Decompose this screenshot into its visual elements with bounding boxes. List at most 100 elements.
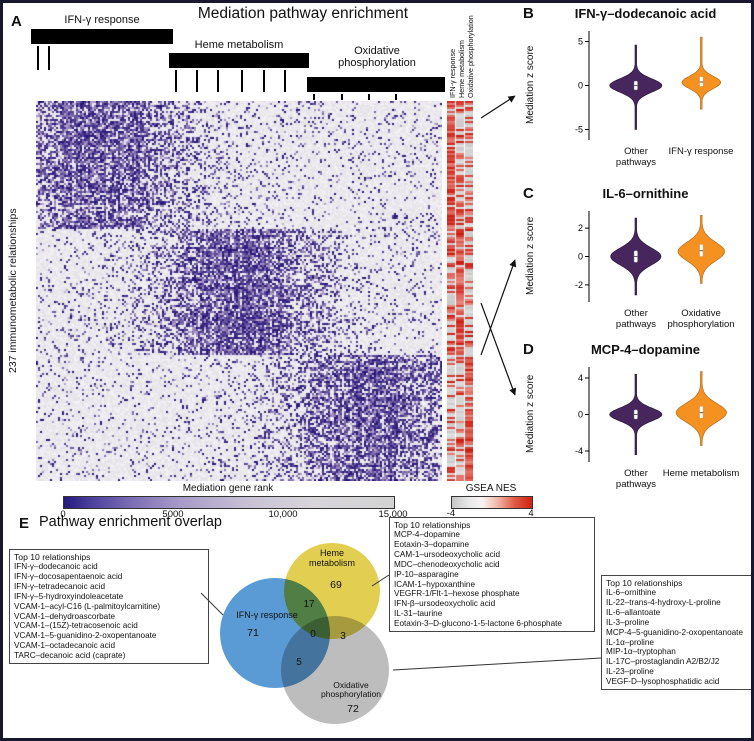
- svg-text:5: 5: [578, 37, 583, 47]
- relationship-item: IL-17C–prostaglandin A2/B2/J2: [606, 657, 720, 667]
- cluster-bar-ifn: [31, 29, 173, 44]
- svg-text:2: 2: [578, 223, 583, 233]
- venn-count-ifn: 71: [247, 627, 259, 639]
- panel-e-title: Pathway enrichment overlap: [39, 514, 222, 530]
- leading-edge-tick: [241, 70, 243, 92]
- panel-b-y-axis-label: Mediation z score: [525, 45, 536, 125]
- leading-edge-tick: [284, 70, 286, 92]
- cluster-label-heme: Heme metabolism: [194, 39, 284, 51]
- annotation-column-label-oxphos: Oxidative phosphorylation: [466, 15, 475, 98]
- panel-c-y-axis-label: Mediation z score: [525, 216, 536, 296]
- leading-edge-tick: [313, 94, 315, 100]
- panel-a-title: Mediation pathway enrichment: [197, 5, 409, 22]
- leading-edge-tick: [368, 94, 370, 100]
- relationship-item: MCP-4–dopamine: [394, 530, 460, 540]
- relationship-item: IL-6–allantoate: [606, 608, 661, 617]
- svg-text:-2: -2: [575, 280, 583, 290]
- top10-box-ifn: Top 10 relationships IFN-γ–dodecanoic ac…: [9, 549, 209, 664]
- leading-edge-tick: [263, 70, 265, 92]
- relationship-item: VEGF-D–lysophosphatidic acid: [606, 676, 720, 686]
- panel-c-title: IL-6–ornithine: [602, 186, 689, 201]
- venn-count-center: 0: [310, 629, 316, 640]
- svg-text:0: 0: [578, 252, 583, 262]
- venn-set-label-oxphos: Oxidative phosphorylation: [320, 680, 381, 700]
- venn-count-heme: 69: [330, 579, 342, 591]
- relationship-item: IFN-γ–tetradecanoic acid: [14, 582, 106, 591]
- rank-colorbar: [63, 496, 395, 509]
- panel-c-category-other: Other pathways: [615, 308, 657, 330]
- arrow-to-panel-d: [480, 302, 517, 396]
- svg-text:0: 0: [578, 81, 583, 91]
- cluster-label-ifn: IFN-γ response: [64, 14, 140, 26]
- svg-text:4: 4: [578, 373, 583, 383]
- top10-box-heme-title: Top 10 relationships: [394, 520, 471, 530]
- venn-circle-oxphos: [281, 616, 389, 724]
- rank-colorbar-label: Mediation gene rank: [182, 483, 274, 494]
- relationship-item: IFN-γ–5-hydroxyindoleacetate: [14, 591, 124, 601]
- relationship-item: IL-31–taurine: [394, 609, 443, 619]
- leading-edge-tick: [217, 70, 219, 92]
- cluster-bar-heme: [169, 53, 309, 68]
- leading-edge-tick: [395, 94, 397, 100]
- panel-d-y-axis-label: Mediation z score: [525, 374, 536, 454]
- violin-plot-d: 40-4: [575, 367, 727, 462]
- relationship-item: VCAM-1–5-guanidino-2-oxopentanoate: [14, 631, 157, 641]
- arrow-to-panel-c: [480, 259, 517, 356]
- panel-e-label: E: [19, 515, 30, 532]
- nes-tick-max: 4: [528, 508, 534, 519]
- relationship-item: IL-6–ornithine: [606, 588, 657, 598]
- venn-set-label-heme: Heme metabolism: [308, 548, 355, 568]
- relationship-item: IFN-γ–dodecanoic acid: [14, 562, 98, 572]
- venn-count-ifn-oxphos: 5: [296, 657, 302, 668]
- panel-c-category-pathway: Oxidative phosphorylation: [667, 308, 735, 330]
- gsea-nes-annotation-canvas: [447, 101, 473, 481]
- venn-diagram: [220, 543, 389, 724]
- relationship-item: CAM-1–ursodeoxycholic acid: [394, 550, 501, 559]
- connector-box-oxphos: [392, 657, 602, 671]
- svg-text:0: 0: [578, 410, 583, 420]
- relationship-item: MIP-1α–tryptophan: [606, 647, 676, 657]
- relationship-item: VCAM-1–dehydroascorbate: [14, 611, 116, 621]
- leading-edge-tick: [48, 46, 50, 70]
- panel-d-category-pathway: Heme metabolism: [662, 468, 740, 479]
- relationship-item: IL-1α–proline: [606, 637, 654, 647]
- relationship-item: Eotaxin-3–D-glucono-1-5-lactone 6-phosph…: [394, 618, 562, 628]
- relationship-item: IL-23–proline: [606, 667, 654, 677]
- panel-b-category-other: Other pathways: [615, 146, 657, 168]
- leading-edge-tick: [37, 46, 39, 70]
- relationship-item: TARC–decanoic acid (caprate): [14, 650, 126, 660]
- heatmap-y-axis-label: 237 immunometabolic relationships: [7, 208, 19, 374]
- relationship-item: VCAM-1–(15Z)-tetracosenoic acid: [14, 621, 138, 631]
- rank-tick-0: 0: [60, 509, 66, 520]
- relationship-item: IFN-γ–docosapentaenoic acid: [14, 572, 123, 582]
- venn-count-oxphos: 72: [347, 703, 359, 715]
- arrow-to-panel-b: [480, 95, 516, 119]
- annotation-column-label-heme: Heme metabolism: [457, 40, 466, 98]
- relationship-item: MCP-4–5-guanidino-2-oxopentanoate: [606, 627, 744, 637]
- relationship-item: ICAM-1–hypoxanthine: [394, 579, 476, 589]
- top10-box-oxphos-title: Top 10 relationships: [606, 578, 683, 588]
- nes-colorbar-label: GSEA NES: [465, 483, 517, 494]
- panel-b-category-pathway: IFN-γ response: [668, 146, 734, 157]
- venn-count-heme-oxphos: 3: [340, 631, 346, 642]
- panel-a-label: A: [11, 13, 22, 30]
- mediation-heatmap-canvas: [36, 101, 442, 481]
- violin-plot-c: 2 0 -2: [575, 211, 725, 302]
- violin-plot-b: 5 0 -5: [575, 31, 722, 140]
- relationship-item: IL-22–trans-4-hydroxy-L-proline: [606, 598, 721, 608]
- relationship-item: MDC–chenodeoxycholic acid: [394, 559, 500, 569]
- leading-edge-tick: [175, 70, 177, 92]
- relationship-item: VCAM-1–octadecanoic acid: [14, 641, 116, 651]
- panel-c-label: C: [523, 185, 534, 202]
- relationship-item: IP-10–asparagine: [394, 569, 459, 579]
- panel-d-category-other: Other pathways: [615, 468, 657, 490]
- leading-edge-tick: [341, 94, 343, 100]
- svg-text:-5: -5: [575, 125, 583, 135]
- nes-tick-min: -4: [446, 508, 456, 519]
- nes-colorbar: [451, 496, 533, 509]
